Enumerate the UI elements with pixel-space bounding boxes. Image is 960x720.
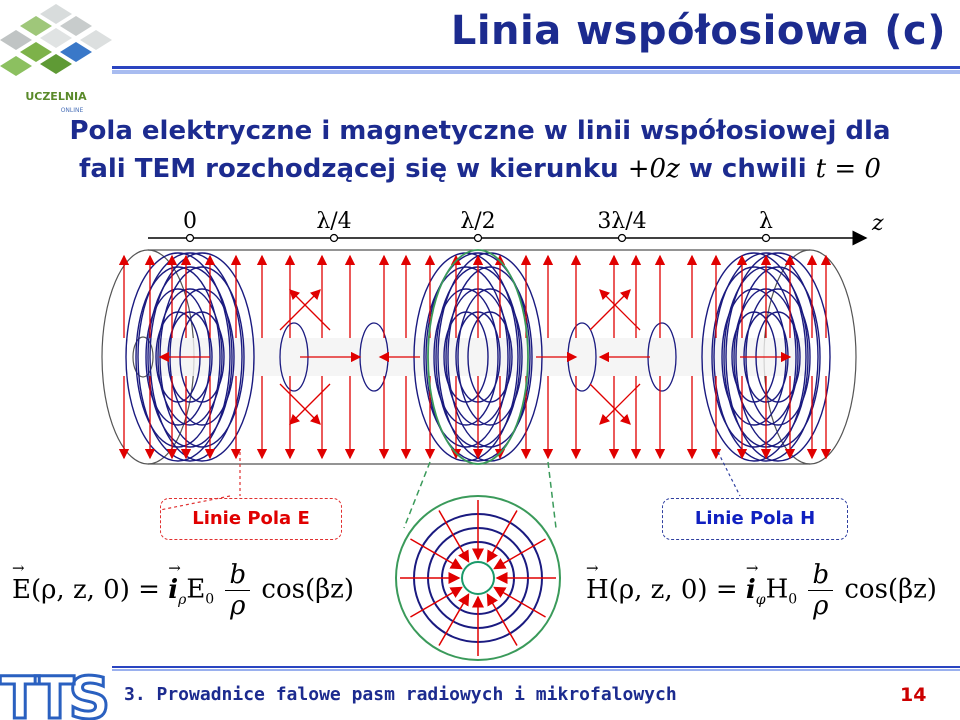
cross-section-view [395, 495, 561, 661]
logo-subtext: ONLINE [61, 107, 84, 114]
cross-section-e-ray [486, 510, 518, 563]
tts-logo: TTS [0, 663, 112, 720]
h0-coef: H [765, 574, 789, 605]
footer-course-title: 3. Prowadnice falowe pasm radiowych i mi… [124, 684, 677, 705]
axis-tick-label: λ/2 [460, 209, 495, 234]
h-field-loop [447, 266, 533, 448]
cross-section-e-ray [493, 586, 546, 618]
h-callout-line [717, 451, 741, 497]
h-cos-term: cos(βz) [844, 574, 937, 605]
tts-logo-text: TTS [0, 664, 106, 720]
h-field-equation: H(ρ, z, 0) = iφH0 bρ cos(βz) [586, 558, 937, 621]
uczelnia-online-logo: UCZELNIA ONLINE [0, 4, 112, 114]
logo-text: UCZELNIA [25, 90, 87, 103]
cross-section-e-ray [410, 586, 463, 618]
e-cos-term: cos(βz) [261, 574, 354, 605]
slide-title: Linia współosiowa (c) [450, 8, 946, 54]
title-rule [112, 66, 960, 74]
z-axis-label: z [871, 211, 884, 236]
h-field-loop [711, 266, 797, 448]
cross-section-e-ray [438, 593, 470, 646]
h-field-loop [157, 288, 223, 426]
h-field-loop [135, 266, 221, 448]
e0-coef: E [186, 574, 206, 605]
axis-tick-label: λ [759, 209, 773, 234]
cross-section-e-ray [493, 538, 546, 570]
h-equals: = [715, 574, 738, 605]
i-rho-vector: iρ [168, 558, 186, 607]
h-field-loop [433, 288, 499, 426]
page-number: 14 [900, 684, 927, 706]
h-field-loop [701, 252, 807, 462]
coaxial-field-diagram: z 0 λ/4 λ/2 3λ/4 λ [101, 209, 884, 661]
axis-tick-label: 0 [183, 209, 197, 234]
h-field-loop [423, 266, 509, 448]
axis-tick-marker [329, 233, 339, 243]
h-field-loop [149, 252, 255, 462]
e-field-diagonal [589, 383, 631, 425]
h-lines-label: Linie Pola H [662, 498, 848, 540]
h-lhs: H(ρ, z, 0) [586, 559, 708, 605]
e-field-diagonal [589, 289, 631, 331]
h-field-loop [125, 252, 231, 462]
e-field-diagonal [279, 383, 321, 425]
zoom-highlight [403, 249, 557, 529]
cross-section-e-ray [486, 593, 518, 646]
axis-tick-label: λ/4 [316, 209, 351, 234]
axis-tick-marker [761, 233, 771, 243]
e-field-diagonal [279, 289, 321, 331]
h-field-loop [425, 252, 531, 462]
logo-tiles-icon [0, 4, 112, 76]
e0-sub: 0 [205, 591, 215, 608]
footer-rule-light [112, 669, 960, 671]
e-field-equation: E(ρ, z, 0) = iρE0 bρ cos(βz) [12, 558, 354, 621]
e-field-diagonal [289, 383, 331, 425]
subtitle-line-2: fali TEM rozchodzącej się w kierunku +0z… [0, 154, 960, 184]
e-field-diagonal [599, 383, 641, 425]
axis-tick-label: 3λ/4 [597, 209, 646, 234]
h-field-loop [137, 252, 243, 462]
axis-tick-marker [185, 233, 195, 243]
h-field-loop [457, 288, 523, 426]
axis-tick-marker [617, 233, 627, 243]
e-equals: = [138, 574, 160, 605]
i-phi-vector: iφ [746, 558, 766, 607]
h-field-loop [725, 252, 831, 462]
axis-ticks: 0 λ/4 λ/2 3λ/4 λ [183, 209, 773, 243]
e-field-diagonal [289, 289, 331, 331]
footer-rule [112, 666, 960, 668]
subtitle-line-1: Pola elektryczne i magnetyczne w linii w… [69, 116, 891, 146]
cross-section-e-ray [438, 510, 470, 563]
h-field-loop [147, 266, 233, 448]
subtitle-time: t = 0 [815, 154, 881, 184]
h-field-loop [713, 252, 819, 462]
subtitle-mid: w chwili [688, 154, 807, 184]
subtitle-direction: +0z [627, 154, 680, 184]
z-axis: z 0 λ/4 λ/2 3λ/4 λ [148, 209, 884, 246]
h-field-loop [735, 266, 821, 448]
cross-section-inner-conductor [461, 561, 495, 595]
e-lhs: E(ρ, z, 0) [12, 559, 130, 605]
e-field-diagonal [599, 289, 641, 331]
cross-section-e-ray [410, 538, 463, 570]
e-lines-label: Linie Pola E [160, 498, 342, 540]
h0-sub: 0 [788, 591, 798, 608]
axis-tick-marker [473, 233, 483, 243]
subtitle-prefix: fali TEM rozchodzącej się w kierunku [79, 154, 619, 184]
